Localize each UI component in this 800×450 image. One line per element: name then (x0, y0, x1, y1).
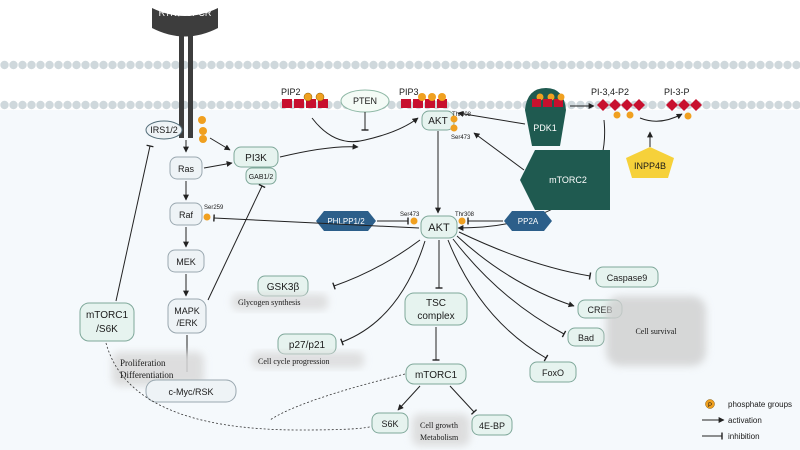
mek: MEK (167, 249, 205, 273)
akt-central-node: AKT Ser473 Thr308 (400, 212, 475, 239)
caspase9: Caspase9 (595, 266, 659, 288)
p27-p21: p27/p21 Cell cycle progression (252, 333, 364, 368)
ser473-label: Ser473 (400, 212, 420, 218)
phlpp-label: PHLPP1/2 (327, 217, 365, 226)
mtorc1-s6k-label-1: mTORC1 (86, 310, 128, 321)
akt-membrane-label: AKT (428, 116, 447, 127)
cell-growth-label: Cell growth (420, 421, 458, 430)
receptor: RTK、GPCR (152, 8, 218, 138)
mtorc1-center: mTORC1 (405, 363, 467, 385)
proliferation-label: Proliferation (120, 358, 166, 368)
s6k-label: S6K (381, 419, 398, 429)
thr308-label: Thr308 (455, 212, 475, 218)
ras: Ras (169, 156, 203, 180)
legend-p-symbol: P (708, 403, 712, 409)
mtorc1-s6k-feedback: mTORC1 /S6K (79, 302, 135, 342)
pip3-label: PIP3 (399, 87, 419, 97)
s6k: S6K (371, 412, 409, 434)
cell-membrane (0, 60, 800, 110)
pi3p-label: PI-3-P (664, 87, 690, 97)
pten: PTEN (340, 89, 390, 113)
caspase-label: Caspase9 (607, 273, 648, 283)
raf: Raf Ser259 (169, 202, 224, 226)
4ebp: 4E-BP (471, 414, 513, 436)
pi3k: PI3K GAB1/2 (233, 146, 279, 185)
cytoplasm-background (0, 110, 800, 450)
gab-label: GAB1/2 (249, 174, 274, 181)
phlpp: PHLPP1/2 (316, 211, 376, 231)
pip2-label: PIP2 (281, 87, 301, 97)
proliferation-outcome: Proliferation Differentiation (112, 352, 204, 386)
tsc-complex: TSC complex (404, 292, 468, 326)
ser473-top-label: Ser473 (451, 135, 471, 141)
pi34p2-lipid: PI-3,4-P2 (591, 87, 645, 119)
p27-label: p27/p21 (289, 340, 326, 351)
cell-growth-outcome: Cell growth Metabolism (412, 414, 470, 446)
4ebp-label: 4E-BP (479, 421, 505, 431)
cellcycle-label: Cell cycle progression (258, 357, 330, 366)
cmyc-label: c-Myc/RSK (169, 387, 214, 397)
bad-label: Bad (578, 333, 594, 343)
legend: P phosphate groups activation inhibition (702, 399, 792, 441)
receptor-label: RTK、GPCR (159, 8, 212, 18)
cell-survival-label: Cell survival (635, 327, 677, 336)
inpp4b: INPP4B (626, 147, 674, 178)
mapk-label-2: /ERK (176, 318, 197, 328)
mtorc2-label: mTORC2 (549, 175, 587, 185)
tsc-label-1: TSC (426, 298, 446, 309)
foxo-label: FoxO (542, 368, 564, 378)
cell-survival-outcome: Cell survival (606, 296, 706, 366)
pp2a: PP2A (504, 211, 552, 231)
glycogen-label: Glycogen synthesis (238, 298, 300, 307)
creb-label: CREB (587, 305, 612, 315)
pi34p2-label: PI-3,4-P2 (591, 87, 629, 97)
inpp4b-label: INPP4B (634, 161, 666, 171)
mek-label: MEK (176, 257, 196, 267)
foxo: FoxO (529, 361, 577, 383)
pdk1-label: PDK1 (533, 123, 557, 133)
pp2a-label: PP2A (518, 217, 539, 226)
ser259-label: Ser259 (204, 205, 224, 211)
mtorc1-s6k-label-2: /S6K (96, 324, 118, 335)
pdk1: PDK1 (525, 88, 566, 146)
gsk-label: GSK3β (267, 282, 300, 293)
mtorc2: mTORC2 (520, 150, 610, 210)
metabolism-label: Metabolism (420, 433, 459, 442)
akt-central-label: AKT (428, 222, 450, 234)
mapk-erk: MAPK /ERK (167, 298, 207, 334)
pi3k-label: PI3K (245, 153, 267, 164)
pip2-lipid: PIP2 (281, 87, 328, 108)
pten-label: PTEN (353, 96, 377, 106)
irs-label: IRS1/2 (150, 125, 178, 135)
legend-phosphate: phosphate groups (728, 400, 792, 409)
differentiation-label: Differentiation (120, 370, 174, 380)
cmyc-rsk: c-Myc/RSK (145, 379, 237, 403)
irs: IRS1/2 (145, 120, 183, 140)
legend-activation: activation (728, 416, 762, 425)
legend-inhibition: inhibition (728, 432, 760, 441)
pi3p-lipid: PI-3-P (664, 87, 702, 120)
raf-label: Raf (179, 210, 194, 220)
ras-label: Ras (178, 164, 195, 174)
tsc-label-2: complex (417, 311, 454, 322)
gsk3b: GSK3β Glycogen synthesis (232, 275, 328, 310)
bad: Bad (567, 327, 605, 347)
mtorc1-label: mTORC1 (415, 370, 457, 381)
pip3-lipid: PIP3 (399, 87, 447, 108)
mapk-label-1: MAPK (174, 306, 200, 316)
